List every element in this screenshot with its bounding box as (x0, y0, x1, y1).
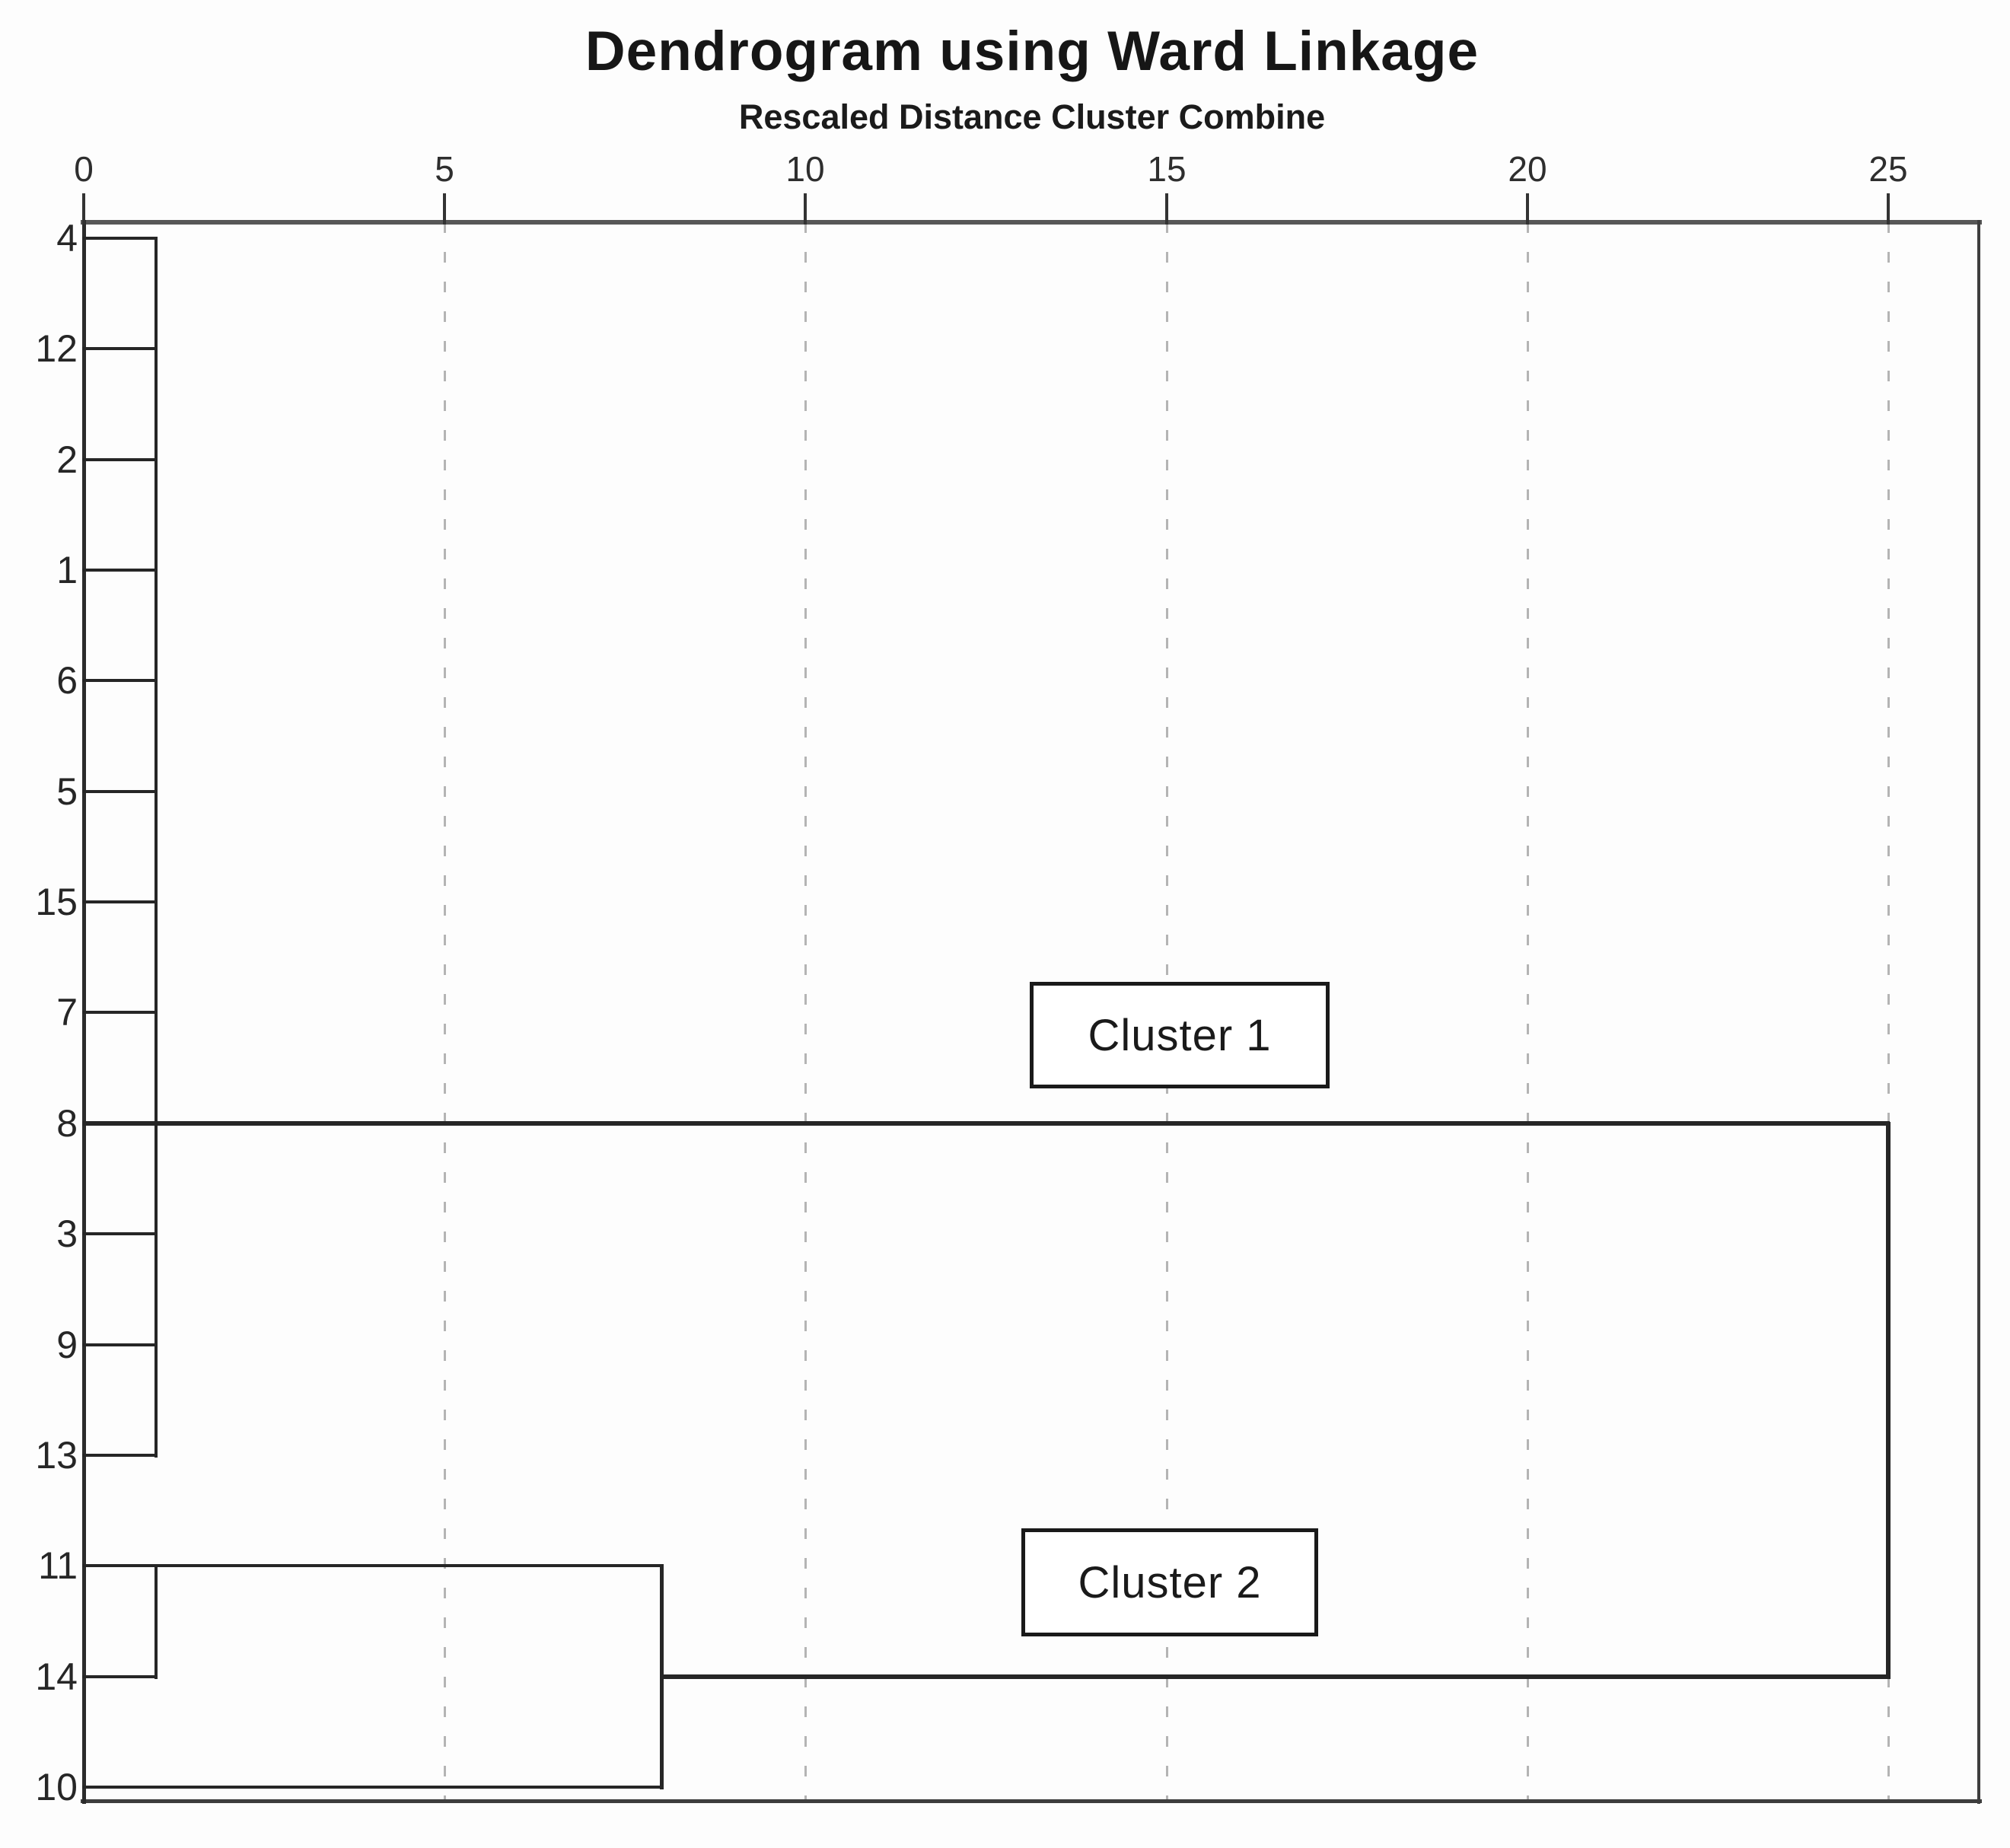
cluster-annotation: Cluster 2 (1021, 1528, 1318, 1636)
leaf-label: 12 (35, 327, 78, 370)
leaf-label: 1 (56, 549, 78, 591)
leaf-label: 4 (56, 217, 78, 260)
x-tick (1526, 193, 1529, 225)
dendrogram-branch-h (82, 1121, 1890, 1126)
annotation-label: Cluster 1 (1088, 1010, 1272, 1060)
leaf-label: 5 (56, 770, 78, 813)
x-gridline (444, 222, 446, 1801)
dendrogram-branch-h (82, 1564, 663, 1567)
x-tick (443, 193, 446, 225)
dendrogram-branch-h (82, 679, 158, 682)
chart-subtitle: Rescaled Distance Cluster Combine (738, 97, 1326, 136)
dendrogram-branch-h (82, 1675, 158, 1678)
dendrogram-branch-h (82, 569, 158, 572)
dendrogram-connector-v (154, 1564, 158, 1679)
axis-line-top (81, 220, 1982, 225)
leaf-label: 11 (38, 1544, 78, 1587)
leaf-label: 7 (56, 991, 78, 1034)
plot-frame-bottom (81, 1799, 1982, 1803)
dendrogram-branch-h (82, 237, 158, 240)
chart-title: Dendrogram using Ward Linkage (585, 21, 1480, 82)
x-tick-label: 15 (1147, 149, 1187, 189)
x-tick (1887, 193, 1890, 225)
dendrogram-branch-h (82, 1454, 158, 1457)
dendrogram-branch-h (82, 1232, 158, 1235)
x-gridline (1527, 222, 1529, 1801)
plot-frame-right (1977, 220, 1980, 1804)
x-tick-label: 25 (1868, 149, 1908, 189)
leaf-label: 15 (35, 881, 78, 923)
dendrogram-branch-h (660, 1674, 1890, 1679)
dendrogram-branch-h (82, 790, 158, 793)
dendrogram-connector-v (1886, 1122, 1891, 1679)
dendrogram-branch-h (82, 347, 158, 350)
x-gridline (804, 222, 807, 1801)
leaf-label: 3 (56, 1212, 78, 1255)
x-tick-label: 0 (74, 149, 94, 189)
cluster-annotation: Cluster 1 (1030, 982, 1330, 1088)
x-tick (804, 193, 807, 225)
x-tick-label: 20 (1508, 149, 1547, 189)
dendrogram-branch-h (82, 1011, 158, 1014)
x-gridline (1887, 222, 1890, 1801)
leaf-label: 8 (56, 1102, 78, 1145)
leaf-label: 9 (56, 1324, 78, 1366)
leaf-label: 13 (35, 1434, 78, 1477)
leaf-label: 6 (56, 659, 78, 702)
dendrogram-connector-v (660, 1564, 664, 1789)
annotation-label: Cluster 2 (1078, 1557, 1262, 1607)
dendrogram-branch-h (82, 1786, 663, 1789)
leaf-label: 10 (35, 1766, 78, 1808)
x-tick-label: 10 (785, 149, 825, 189)
dendrogram-branch-h (82, 900, 158, 903)
leaf-label: 2 (56, 438, 78, 481)
x-tick (1165, 193, 1168, 225)
leaf-label: 14 (35, 1655, 78, 1698)
dendrogram-branch-h (82, 1343, 158, 1346)
x-tick-label: 5 (435, 149, 454, 189)
dendrogram-branch-h (82, 458, 158, 461)
x-tick (82, 193, 85, 225)
dendrogram-connector-v (154, 237, 158, 1458)
